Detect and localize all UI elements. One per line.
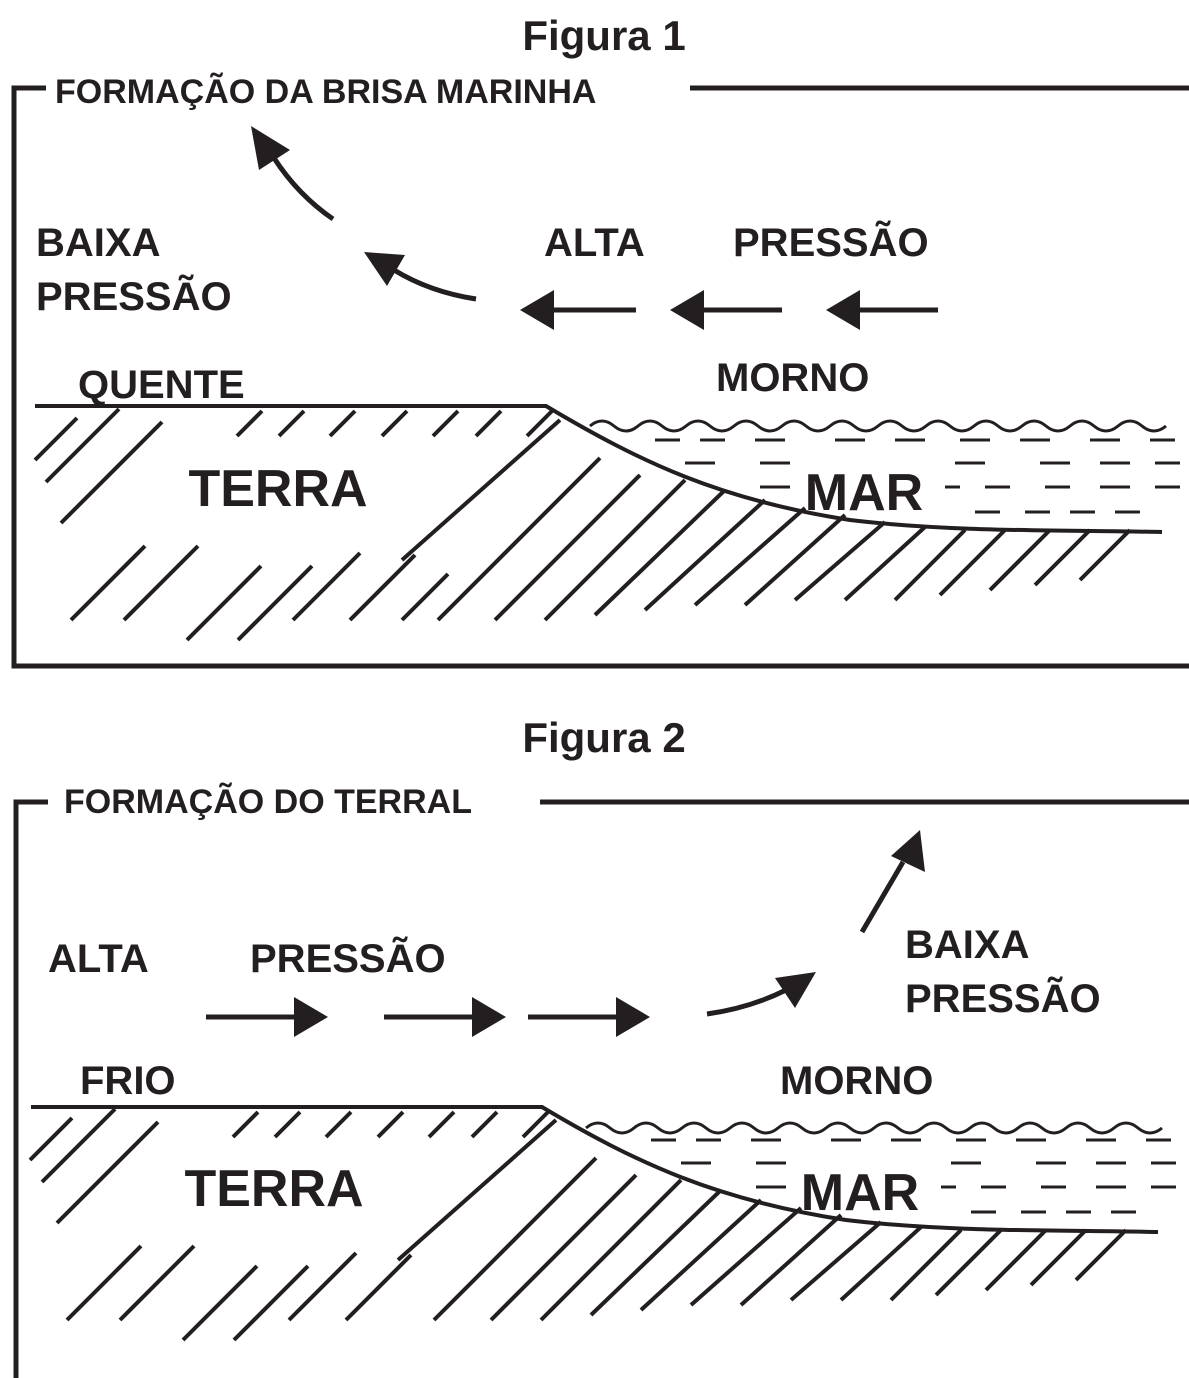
figure-1-ground-line xyxy=(35,404,1163,534)
figure-2-ground-line xyxy=(31,1105,1159,1234)
figure-1-title: FORMAÇÃO DA BRISA MARINHA xyxy=(55,73,596,111)
figure-1-land-temperature: QUENTE xyxy=(78,363,245,407)
figure-2-arrow-curved-up-right-icon xyxy=(706,972,816,1017)
figure-1-high-pressure-word2: PRESSÃO xyxy=(733,219,929,265)
figure-1-low-pressure-line2: PRESSÃO xyxy=(36,273,232,319)
figure-1-frame xyxy=(11,85,1189,669)
figure-2-high-pressure-word2: PRESSÃO xyxy=(250,935,446,981)
figure-2-title: FORMAÇÃO DO TERRAL xyxy=(64,783,472,821)
figure-2-breeze-arrows xyxy=(206,830,925,1037)
figure-2-arrow-rising-icon xyxy=(859,830,925,934)
figure-1-breeze-arrows xyxy=(251,126,938,330)
figure-1: Figura 1 FORMAÇÃO DA BRISA MARINHA BAIXA… xyxy=(11,12,1189,669)
figure-1-sea-surface-waves xyxy=(589,419,1167,433)
figure-2-arrow-right-icon xyxy=(384,997,506,1037)
figure-2-high-pressure-word1: ALTA xyxy=(48,937,149,981)
figure-2-sea-dashes xyxy=(651,1138,1176,1214)
figure-2-low-pressure-line2: PRESSÃO xyxy=(905,975,1101,1021)
figure-1-arrow-curved-up-left-icon xyxy=(364,252,477,302)
figure-1-arrow-rising-icon xyxy=(251,126,335,222)
figure-2-sea-surface-waves xyxy=(585,1121,1163,1135)
figure-1-arrow-left-icon xyxy=(826,290,938,330)
figure-1-high-pressure-word1: ALTA xyxy=(544,221,645,265)
figure-2-frame xyxy=(13,799,48,1378)
figure-1-sea-temperature: MORNO xyxy=(716,356,869,400)
figure-1-low-pressure-line1: BAIXA xyxy=(36,221,160,265)
figure-2-heading: Figura 2 xyxy=(522,714,685,761)
figure-1-arrow-left-icon xyxy=(520,290,636,330)
figure-1-arrow-left-icon xyxy=(670,290,782,330)
figure-1-land-label: TERRA xyxy=(188,460,367,518)
figure-2-arrow-right-icon xyxy=(206,997,328,1037)
figure-2: Figura 2 FORMAÇÃO DO TERRAL ALTA PRESSÃO… xyxy=(13,714,1189,1378)
figure-1-land-hatching xyxy=(33,407,1132,642)
figure-1-heading: Figura 1 xyxy=(522,12,685,59)
figure-2-land-temperature: FRIO xyxy=(80,1059,176,1103)
figure-2-sea-label: MAR xyxy=(801,1164,919,1222)
figure-2-land-hatching xyxy=(28,1107,1128,1342)
figure-2-land-label: TERRA xyxy=(184,1160,363,1218)
figure-2-low-pressure-line1: BAIXA xyxy=(905,923,1029,967)
figure-2-arrow-right-icon xyxy=(528,997,650,1037)
figure-2-sea-temperature: MORNO xyxy=(780,1059,933,1103)
figure-1-sea-label: MAR xyxy=(805,464,923,522)
figure-1-sea-dashes xyxy=(655,438,1180,514)
